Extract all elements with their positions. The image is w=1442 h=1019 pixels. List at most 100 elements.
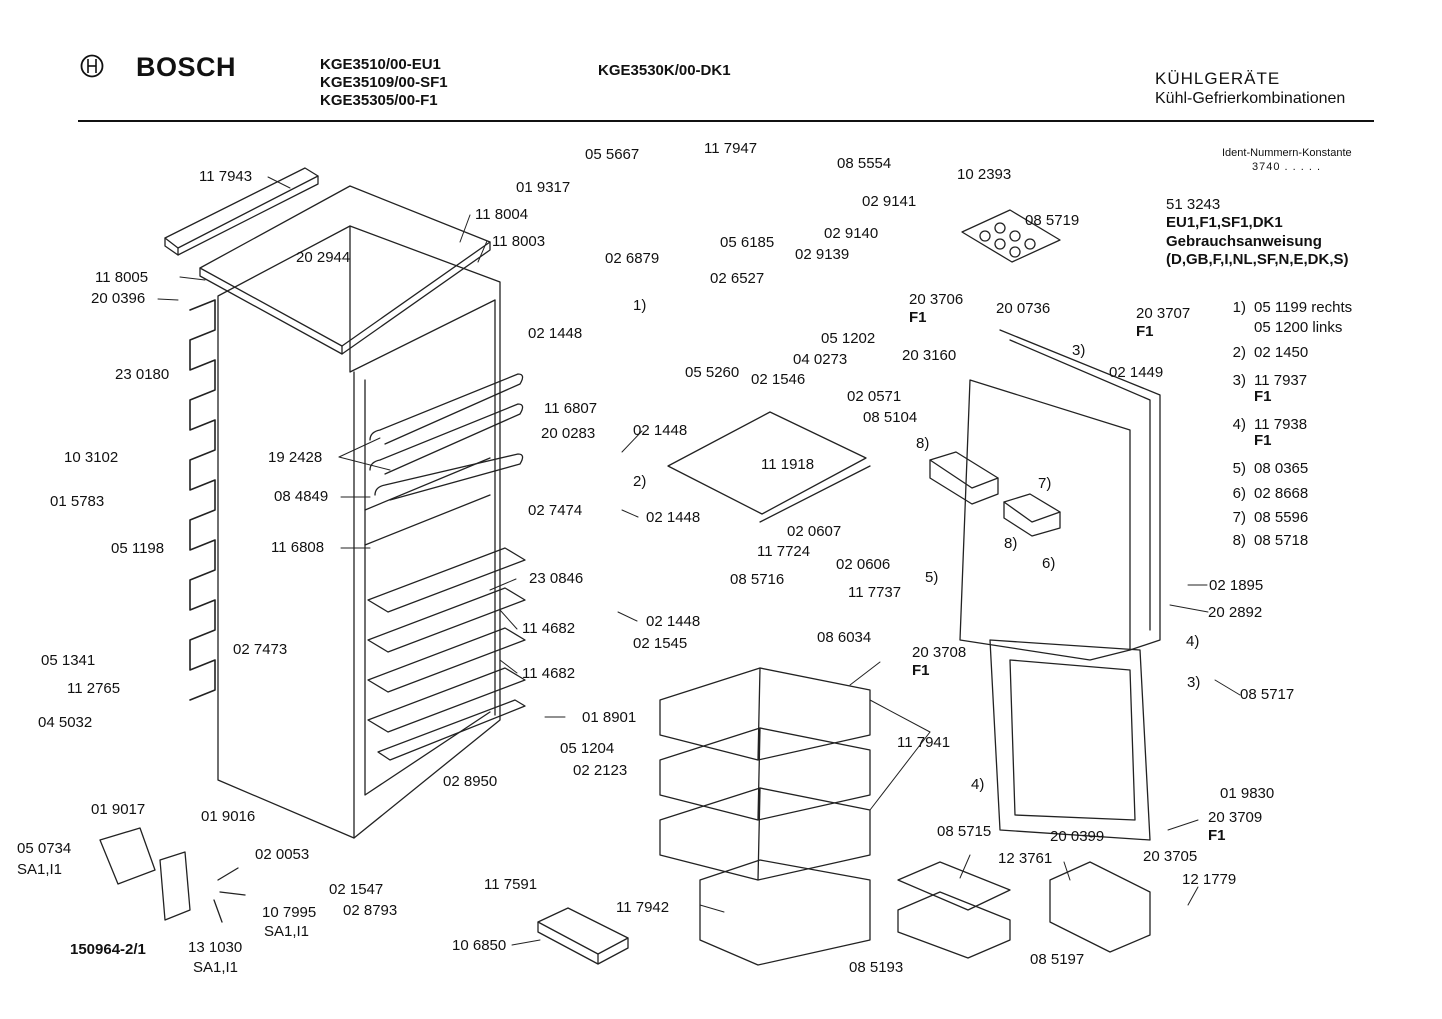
part-label: 11 8003: [492, 233, 546, 250]
part-label: 11 7942: [616, 899, 670, 916]
part-label: 11 7591: [484, 876, 538, 893]
fan-motor-part: [99, 827, 246, 923]
header-rule: [78, 120, 1374, 122]
part-label: F1: [909, 309, 927, 326]
part-label: 10 6850: [452, 937, 507, 954]
part-label: F1: [912, 662, 930, 679]
legend-item: 7)08 5596: [1232, 509, 1309, 526]
part-label: 20 0396: [91, 290, 146, 307]
part-label: 3): [1072, 342, 1086, 359]
part-label: 02 1895: [1209, 577, 1264, 594]
door-liner-part: [959, 329, 1161, 661]
ice-cube-tray-part: [537, 907, 629, 965]
part-label: 04 0273: [793, 351, 848, 368]
part-label: 19 2428: [268, 449, 323, 466]
part-label: 02 8793: [343, 902, 398, 919]
part-label: 20 0736: [996, 300, 1051, 317]
drawing-id: 150964-2/1: [70, 941, 146, 958]
category-subtitle: Kühl-Gefrierkombinationen: [1155, 90, 1346, 107]
part-label: 11 7941: [897, 734, 951, 751]
doc-variants: EU1,F1,SF1,DK1: [1166, 214, 1283, 231]
part-label: 02 1546: [751, 371, 806, 388]
model-number-2: KGE35109/00-SF1: [320, 74, 448, 91]
model-number-4: KGE3530K/00-DK1: [598, 62, 731, 79]
part-label: 05 6185: [720, 234, 775, 251]
part-label: 11 6808: [271, 539, 325, 556]
part-label: 11 2765: [67, 680, 121, 697]
crisper-drawers-part: [659, 667, 871, 966]
part-label: 20 0399: [1050, 828, 1105, 845]
part-label: 05 1202: [821, 330, 876, 347]
part-label: 02 0607: [787, 523, 842, 540]
part-label: 02 1545: [633, 635, 688, 652]
freezer-grids-part: [367, 547, 526, 761]
part-label: F1: [1136, 323, 1154, 340]
category-title: KÜHLGERÄTE: [1155, 69, 1281, 88]
part-label: 08 5719: [1025, 212, 1080, 229]
part-label: 01 8901: [582, 709, 637, 726]
part-label: SA1,I1: [264, 923, 310, 940]
part-label: 02 0571: [847, 388, 902, 405]
brand-name: BOSCH: [136, 52, 237, 82]
part-label: 02 7473: [233, 641, 288, 658]
part-label: 6): [1042, 555, 1056, 572]
legend-item: 2)02 1450: [1232, 344, 1309, 361]
part-label: 02 1448: [528, 325, 583, 342]
part-label: 01 9830: [1220, 785, 1275, 802]
part-label: 05 1198: [111, 540, 165, 557]
part-label: 11 6807: [544, 400, 598, 417]
doc-languages: (D,GB,F,I,NL,SF,N,E,DK,S): [1166, 251, 1349, 268]
storage-trays-part: [897, 861, 1151, 959]
part-label: 02 1448: [646, 613, 701, 630]
part-label: SA1,I1: [17, 861, 63, 878]
part-label: 01 9317: [516, 179, 571, 196]
model-number-1: KGE3510/00-EU1: [320, 56, 441, 73]
part-label: 20 3160: [902, 347, 957, 364]
part-label: 11 4682: [522, 620, 576, 637]
part-label: 5): [925, 569, 939, 586]
legend-item: 1)05 1199 rechts: [1232, 299, 1353, 316]
part-label: 08 5717: [1240, 686, 1295, 703]
part-label: 23 0846: [529, 570, 584, 587]
part-label: 4): [971, 776, 985, 793]
part-label: 13 1030: [188, 939, 243, 956]
part-label: 4): [1186, 633, 1200, 650]
top-cover-plate-part: [199, 185, 491, 355]
part-label: 02 7474: [528, 502, 583, 519]
part-label: 01 9016: [201, 808, 256, 825]
part-label: 01 5783: [50, 493, 105, 510]
part-label: 08 5193: [849, 959, 904, 976]
part-label: 08 6034: [817, 629, 872, 646]
part-label: 05 5260: [685, 364, 740, 381]
legend-item: 4)11 7938 F1: [1232, 416, 1308, 449]
part-label: 20 2944: [296, 249, 351, 266]
part-label: 23 0180: [115, 366, 170, 383]
door-bins-part: [929, 451, 1061, 537]
part-label: 02 6527: [710, 270, 765, 287]
part-label: 20 3705: [1143, 848, 1198, 865]
part-label: 08 5715: [937, 823, 992, 840]
part-label: 02 9139: [795, 246, 850, 263]
part-label: 08 5197: [1030, 951, 1085, 968]
part-label: 8): [916, 435, 930, 452]
legend-item: 6)02 8668: [1232, 485, 1309, 502]
part-label: 02 1448: [633, 422, 688, 439]
part-label: 20 3709: [1208, 809, 1263, 826]
part-label: 11 1918: [761, 456, 815, 473]
part-label: 1): [633, 297, 647, 314]
part-label: 08 5716: [730, 571, 785, 588]
part-label: 11 8004: [475, 206, 529, 223]
egg-tray-part: [961, 209, 1061, 263]
part-label: 08 5104: [863, 409, 918, 426]
part-label: 12 3761: [998, 850, 1053, 867]
part-label: F1: [1208, 827, 1226, 844]
part-label: 12 1779: [1182, 871, 1237, 888]
part-label: 02 2123: [573, 762, 628, 779]
part-label: 02 9140: [824, 225, 879, 242]
cabinet-body-part: [217, 225, 501, 839]
part-label: 04 5032: [38, 714, 93, 731]
part-label: 02 0606: [836, 556, 891, 573]
legend-item: 5)08 0365: [1232, 460, 1309, 477]
part-label: 02 8950: [443, 773, 498, 790]
